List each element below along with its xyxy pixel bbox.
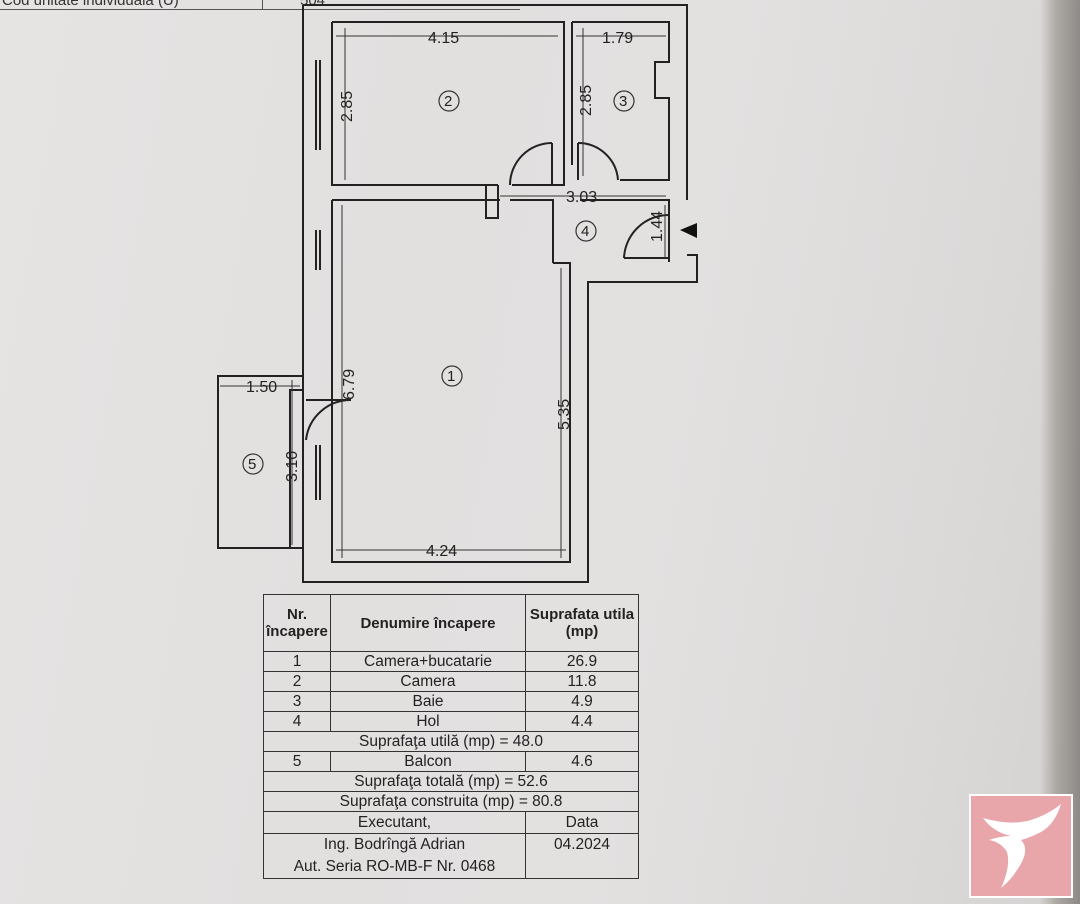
room-number-3: 3 — [619, 93, 627, 110]
dim-room1-right-height: 5.35 — [556, 399, 573, 430]
useful-area-row: Suprafaţa utilă (mp) = 48.0 — [263, 731, 639, 752]
row-area: 4.9 — [525, 691, 639, 712]
table-header-row: Nr. încapere Denumire încapere Suprafata… — [263, 594, 639, 652]
row-name: Balcon — [330, 751, 526, 772]
executant-header-row: Executant, Data — [263, 811, 639, 834]
dim-room2-width: 4.15 — [428, 30, 459, 47]
dim-hall-length: 3.03 — [566, 189, 597, 206]
room-number-5: 5 — [248, 456, 256, 473]
date-value: 04.2024 — [525, 833, 639, 879]
dim-room3-height: 2.85 — [578, 85, 595, 116]
executant-auth: Aut. Seria RO-MB-F Nr. 0468 — [293, 858, 496, 875]
bird-logo-icon — [983, 804, 1061, 888]
row-name: Hol — [330, 711, 526, 732]
row-nr: 5 — [263, 751, 331, 772]
watermark-logo — [969, 794, 1073, 898]
room-number-4: 4 — [581, 223, 589, 240]
room-number-circles — [242, 90, 635, 475]
header-nr: Nr. încapere — [263, 594, 331, 652]
header-area: Suprafata utila (mp) — [525, 594, 639, 652]
dimension-lines — [220, 28, 666, 558]
room-number-2: 2 — [444, 93, 452, 110]
table-row: 2 Camera 11.8 — [263, 671, 639, 692]
row-nr: 4 — [263, 711, 331, 732]
header-left-text: Cod unitate individuala (U) — [2, 0, 179, 9]
total-area: Suprafaţa totală (mp) = 52.6 — [263, 771, 639, 792]
dim-room1-height: 6.79 — [341, 369, 358, 400]
dim-balcony-height: 3.10 — [284, 451, 301, 482]
built-area: Suprafaţa construita (mp) = 80.8 — [263, 791, 639, 812]
row-nr: 2 — [263, 671, 331, 692]
useful-area: Suprafaţa utilă (mp) = 48.0 — [263, 731, 639, 752]
row-nr: 1 — [263, 651, 331, 672]
dim-room2-height: 2.85 — [339, 91, 356, 122]
table-row: 5 Balcon 4.6 — [263, 751, 639, 772]
header-name: Denumire încapere — [330, 594, 526, 652]
executant-row: Ing. Bodrîngă Adrian Aut. Seria RO-MB-F … — [263, 833, 639, 879]
header-line — [0, 9, 520, 10]
row-area: 4.6 — [525, 751, 639, 772]
dim-balcony-width: 1.50 — [246, 379, 277, 396]
rooms-table: Nr. încapere Denumire încapere Suprafata… — [263, 594, 639, 879]
row-area: 11.8 — [525, 671, 639, 692]
table-row: 4 Hol 4.4 — [263, 711, 639, 732]
executant-label: Executant, — [263, 811, 526, 834]
row-area: 26.9 — [525, 651, 639, 672]
row-area: 4.4 — [525, 711, 639, 732]
header-divider — [262, 0, 263, 10]
total-area-row: Suprafaţa totală (mp) = 52.6 — [263, 771, 639, 792]
executant-name: Ing. Bodrîngă Adrian — [323, 836, 466, 853]
date-label: Data — [525, 811, 639, 834]
table-row: 1 Camera+bucatarie 26.9 — [263, 651, 639, 672]
row-name: Camera+bucatarie — [330, 651, 526, 672]
row-name: Camera — [330, 671, 526, 692]
table-background — [1040, 0, 1080, 904]
built-area-row: Suprafaţa construita (mp) = 80.8 — [263, 791, 639, 812]
walls — [217, 4, 698, 583]
executant-cell: Ing. Bodrîngă Adrian Aut. Seria RO-MB-F … — [263, 833, 526, 879]
table-row: 3 Baie 4.9 — [263, 691, 639, 712]
row-nr: 3 — [263, 691, 331, 712]
dim-room3-width: 1.79 — [602, 30, 633, 47]
dim-hall-width: 1.44 — [649, 211, 666, 242]
floor-plan: 4.15 1.79 2.85 2.85 3.03 1.44 6.79 5.35 … — [217, 4, 698, 583]
dim-room1-width: 4.24 — [426, 543, 457, 560]
row-name: Baie — [330, 691, 526, 712]
room-number-1: 1 — [447, 368, 455, 385]
entrance-arrow-icon — [680, 223, 697, 238]
